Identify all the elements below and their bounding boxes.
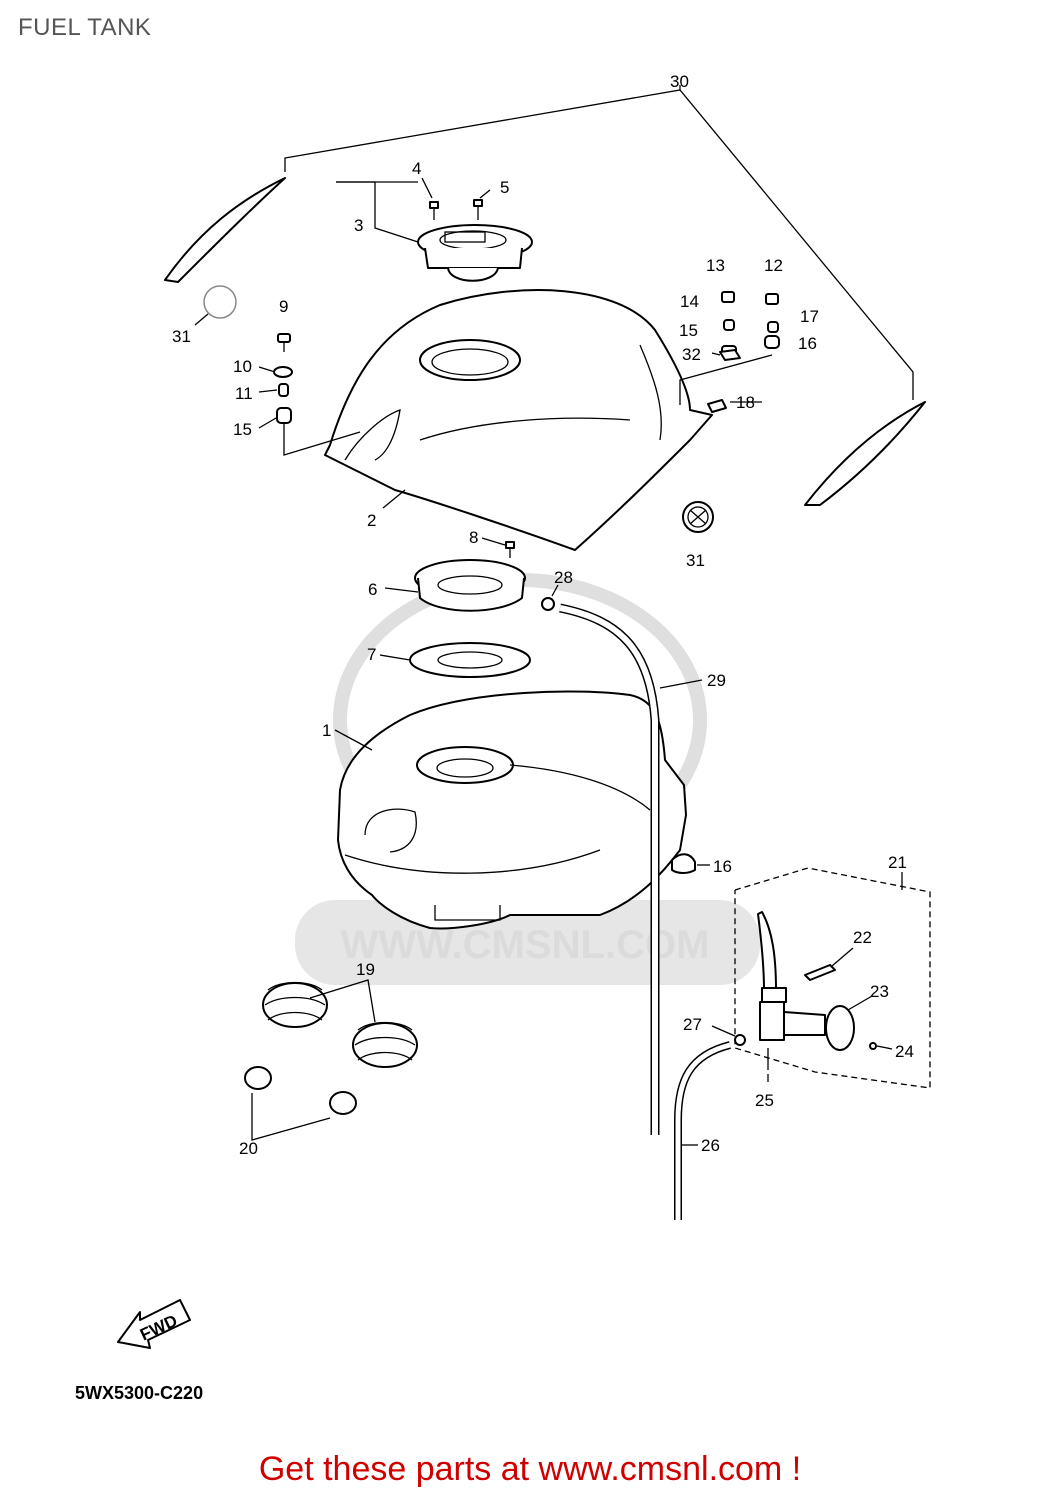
callout-28: 28: [554, 568, 573, 587]
callout-1: 1: [322, 721, 331, 740]
watermark-url: WWW.CMSNL.COM: [341, 923, 710, 967]
part-31-emblems: [194, 285, 714, 533]
callout-5: 5: [500, 178, 509, 197]
callout-16a: 16: [798, 334, 817, 353]
callout-15a: 15: [679, 321, 698, 340]
callout-10: 10: [233, 357, 252, 376]
callout-13: 13: [706, 256, 725, 275]
callout-31b: 31: [686, 551, 705, 570]
callout-9: 9: [279, 297, 288, 316]
callout-31a: 31: [172, 327, 191, 346]
page-title: FUEL TANK: [18, 14, 152, 41]
callout-8: 8: [469, 528, 478, 547]
callout-2: 2: [367, 511, 376, 530]
part-29-hose: [541, 584, 703, 1135]
callout-19: 19: [356, 960, 375, 979]
hardware-9-10-11-15: [258, 333, 361, 456]
part-26-drain-hose: [674, 1025, 746, 1220]
callout-27: 27: [683, 1015, 702, 1034]
callout-32: 32: [682, 345, 701, 364]
callout-25: 25: [755, 1091, 774, 1110]
part-3-fuel-cap: [336, 181, 533, 282]
part-1-fuel-tank: [334, 690, 687, 930]
part-19-dampers: [262, 979, 418, 1068]
part-2-tank-cover: [324, 289, 713, 551]
promo-link[interactable]: Get these parts at www.cmsnl.com !: [258, 1450, 802, 1488]
callout-3: 3: [354, 216, 363, 235]
callout-22: 22: [853, 928, 872, 947]
callout-29: 29: [707, 671, 726, 690]
callout-30: 30: [670, 72, 689, 91]
callout-20: 20: [239, 1139, 258, 1158]
hardware-12-18-32: [679, 291, 780, 413]
fwd-arrow: FWD: [117, 1299, 191, 1349]
grommet-16: [671, 853, 710, 874]
callout-16b: 16: [713, 857, 732, 876]
callout-15b: 15: [233, 420, 252, 439]
callout-6: 6: [368, 580, 377, 599]
callout-23: 23: [870, 982, 889, 1001]
callout-24: 24: [895, 1042, 914, 1061]
part-6-ring: [384, 559, 526, 612]
callout-4: 4: [412, 159, 421, 178]
part-7-gasket: [379, 642, 531, 678]
callout-14: 14: [680, 292, 699, 311]
callout-11: 11: [235, 384, 253, 403]
screws-4-5: [421, 177, 491, 220]
part-30-decals: [164, 85, 926, 506]
callout-7: 7: [367, 645, 376, 664]
callout-17: 17: [800, 307, 819, 326]
part-21-fuel-cock: [734, 867, 931, 1089]
callout-12: 12: [764, 256, 783, 275]
callout-18: 18: [736, 393, 755, 412]
callout-26: 26: [701, 1136, 720, 1155]
callout-labels: 1 2 3 4 5 6 7 8 9 10 11 12 13 14 15 15 1…: [172, 72, 914, 1158]
part-20-clamps: [244, 1066, 357, 1141]
screw-8: [481, 537, 515, 558]
callout-21: 21: [888, 853, 907, 872]
diagram-code: 5WX5300-C220: [75, 1383, 204, 1403]
